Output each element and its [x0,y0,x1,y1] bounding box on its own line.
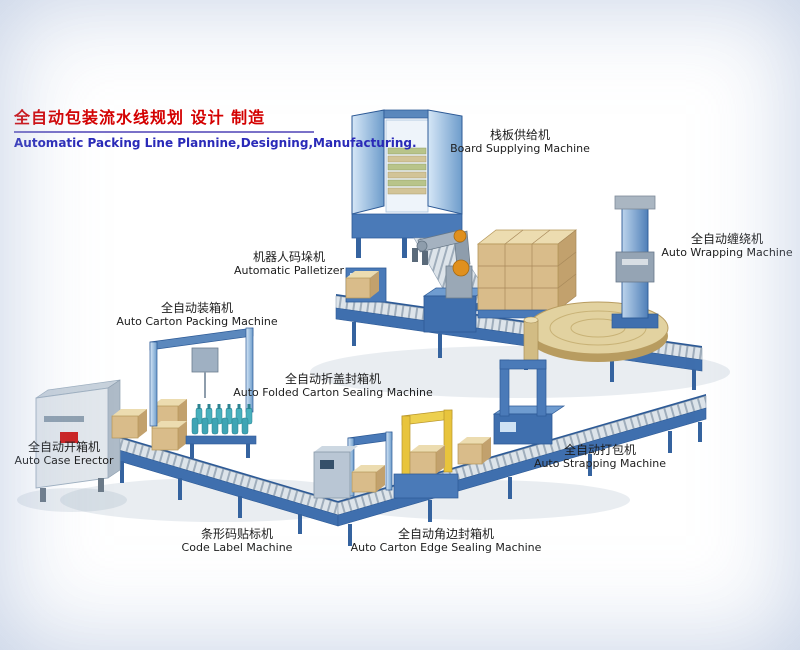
auto-carton-packing-machine-graphic [149,327,257,458]
cartons-left-line [111,399,187,451]
bottle-group [185,404,257,458]
pallet-carton-stack [476,229,578,319]
label-cn: 全自动打包机 [563,443,636,457]
code-label-machine-graphic [313,446,358,499]
label-en: Auto Folded Carton Sealing Machine [233,386,433,400]
label-en: Auto Wrapping Machine [661,246,793,260]
page-header: 全自动包装流水线规划 设计 制造 Automatic Packing Line … [14,104,417,150]
label-board-supplying-machine: 栈板供给机 Board Supplying Machine [450,128,590,156]
label-cn: 全自动开箱机 [27,440,101,454]
label-en: Auto Case Erector [14,454,114,468]
label-cn: 栈板供给机 [489,128,550,142]
label-auto-carton-edge-sealing-machine: 全自动角边封箱机 Auto Carton Edge Sealing Machin… [351,527,542,555]
label-auto-wrapping-machine: 全自动缠绕机 Auto Wrapping Machine [661,232,792,260]
label-auto-folded-carton-sealing-machine: 全自动折盖封箱机 Auto Folded Carton Sealing Mach… [233,372,433,400]
label-en: Auto Carton Edge Sealing Machine [350,541,542,555]
label-en: Code Label Machine [181,541,293,555]
label-auto-strapping-machine: 全自动打包机 Auto Strapping Machine [534,443,666,471]
auto-case-erector-graphic [35,379,121,502]
auto-strapping-machine-graphic [492,359,566,445]
label-cn: 全自动角边封箱机 [397,527,494,541]
label-auto-case-erector: 全自动开箱机 Auto Case Erector [14,440,113,468]
label-en: Board Supplying Machine [450,142,590,156]
board-stack [387,147,427,195]
label-en: Auto Carton Packing Machine [116,315,278,329]
auto-wrapping-machine-graphic [523,195,669,362]
page-subtitle: Automatic Packing Line Plannine,Designin… [14,136,417,150]
label-cn: 机器人码垛机 [252,250,326,264]
label-cn: 条形码贴标机 [200,527,274,541]
label-en: Auto Strapping Machine [533,457,667,471]
label-code-label-machine: 条形码贴标机 Code Label Machine [182,527,293,555]
label-cn: 全自动缠绕机 [690,232,764,246]
auto-carton-edge-sealing-machine-graphic [393,409,459,499]
label-cn: 全自动折盖封箱机 [284,372,382,386]
page-title: 全自动包装流水线规划 设计 制造 [14,104,314,133]
cartons-on-lines [345,271,491,465]
conveyor-left-line [111,434,339,534]
label-en: Automatic Palletizer [233,264,345,278]
label-cn: 全自动装箱机 [160,301,233,315]
label-automatic-palletizer: 机器人码垛机 Automatic Palletizer [234,250,344,278]
label-auto-carton-packing-machine: 全自动装箱机 Auto Carton Packing Machine [116,301,277,329]
